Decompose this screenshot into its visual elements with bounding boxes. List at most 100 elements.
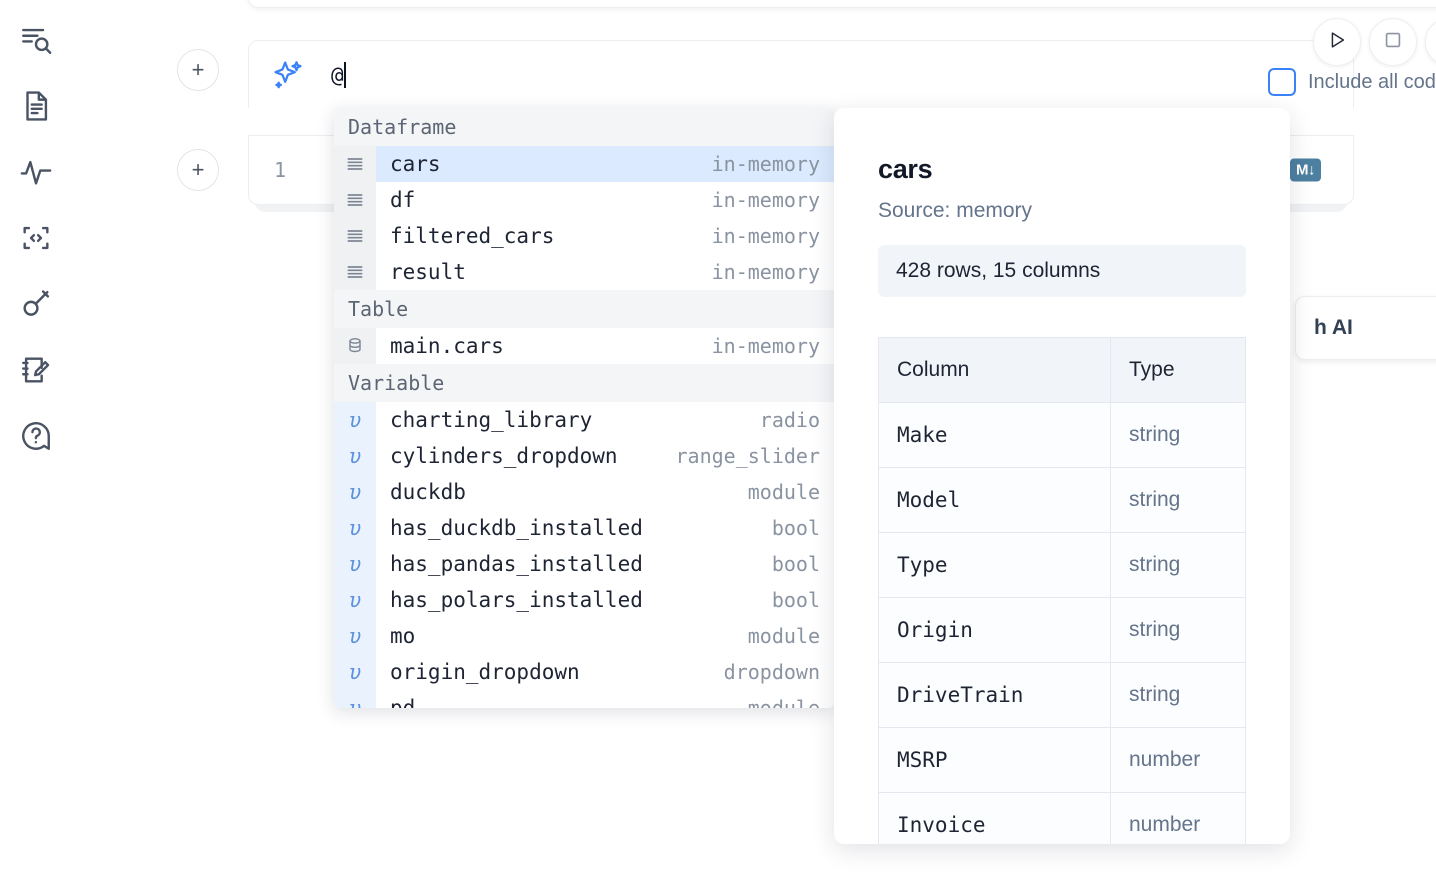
detail-column-type: string — [1111, 663, 1245, 728]
autocomplete-item-type: dropdown — [723, 660, 820, 684]
autocomplete-item-type: bool — [771, 516, 820, 540]
detail-title: cars — [878, 154, 933, 184]
scratchpad-icon — [19, 353, 53, 387]
autocomplete-item-type: module — [747, 480, 820, 504]
autocomplete-item-name: has_duckdb_installed — [390, 516, 643, 540]
add-cell-below-button[interactable]: + — [177, 149, 219, 191]
include-all-code-checkbox[interactable] — [1268, 68, 1296, 96]
detail-column-type: number — [1111, 728, 1245, 793]
line-number: 1 — [273, 158, 287, 182]
autocomplete-item[interactable]: υ origin_dropdown dropdown — [334, 654, 834, 690]
autocomplete-group-header: Dataframe — [334, 108, 834, 146]
help-icon — [19, 419, 53, 453]
variable-icon: υ — [334, 402, 376, 438]
stop-button[interactable] — [1369, 18, 1417, 66]
autocomplete-item-name: cars — [390, 152, 441, 176]
detail-column-name: Type — [879, 533, 1111, 598]
autocomplete-item-type: in-memory — [711, 334, 820, 358]
markdown-badge[interactable]: M↓ — [1290, 158, 1321, 182]
detail-column-name: MSRP — [879, 728, 1111, 793]
sidebar-item-secrets[interactable] — [14, 282, 58, 326]
autocomplete-item-name: filtered_cars — [390, 224, 555, 248]
include-all-code-toggle[interactable]: Include all code — [1268, 68, 1436, 96]
detail-column-type: string — [1111, 598, 1245, 663]
variable-icon: υ — [334, 618, 376, 654]
autocomplete-item-type: module — [747, 696, 820, 708]
autocomplete-item-name: duckdb — [390, 480, 466, 504]
add-cell-above-button[interactable]: + — [177, 49, 219, 91]
autocomplete-item-name: pd — [390, 696, 416, 708]
variable-icon: υ — [334, 510, 376, 546]
autocomplete-item[interactable]: υ has_duckdb_installed bool — [334, 510, 834, 546]
key-icon — [19, 287, 53, 321]
variable-icon: υ — [334, 654, 376, 690]
autocomplete-item-type: module — [747, 624, 820, 648]
autocomplete-item[interactable]: main.cars in-memory — [334, 328, 834, 364]
ai-prompt-input[interactable]: @ — [331, 61, 346, 88]
table-icon — [334, 328, 376, 364]
detail-column-name: DriveTrain — [879, 663, 1111, 728]
autocomplete-item-type: bool — [771, 588, 820, 612]
detail-header-column: Column — [879, 338, 1111, 403]
sidebar-item-explore[interactable] — [14, 18, 58, 62]
plus-icon: + — [191, 157, 205, 182]
sidebar-item-activity[interactable] — [14, 150, 58, 194]
dataframe-icon — [334, 146, 376, 182]
sidebar-item-help[interactable] — [14, 414, 58, 458]
snippet-icon — [19, 221, 53, 255]
autocomplete-item-type: range_slider — [675, 444, 821, 468]
ai-prompt-bar[interactable]: @ — [248, 40, 1354, 108]
previous-cell[interactable] — [248, 0, 1436, 8]
sparkles-icon — [271, 58, 305, 92]
explore-icon — [19, 23, 53, 57]
text-caret — [343, 61, 346, 88]
detail-column-name: Make — [879, 403, 1111, 468]
detail-column-type: string — [1111, 403, 1245, 468]
autocomplete-item-name: main.cars — [390, 334, 504, 358]
more-actions-button[interactable] — [1425, 18, 1436, 66]
ai-suggestion-card[interactable]: h AI — [1295, 296, 1436, 360]
dataframe-icon — [334, 254, 376, 290]
autocomplete-group-header: Variable — [334, 364, 834, 402]
sidebar-item-snippets[interactable] — [14, 216, 58, 260]
variable-icon: υ — [334, 474, 376, 510]
autocomplete-item-name: df — [390, 188, 416, 212]
detail-column-type: number — [1111, 793, 1245, 844]
detail-column-type: string — [1111, 468, 1245, 533]
plus-icon: + — [191, 57, 205, 82]
play-icon — [1326, 29, 1348, 56]
autocomplete-item-name: mo — [390, 624, 416, 648]
autocomplete-item-type: in-memory — [711, 260, 820, 284]
run-button[interactable] — [1313, 18, 1361, 66]
sidebar-item-scratchpad[interactable] — [14, 348, 58, 392]
autocomplete-item-name: has_polars_installed — [390, 588, 643, 612]
autocomplete-item-name: origin_dropdown — [390, 660, 580, 684]
ai-suggestion-label: h AI — [1314, 316, 1353, 339]
detail-shape-badge: 428 rows, 15 columns — [878, 245, 1246, 297]
sidebar-item-file[interactable] — [14, 84, 58, 128]
autocomplete-item-name: has_pandas_installed — [390, 552, 643, 576]
activity-icon — [19, 155, 53, 189]
detail-column-name: Model — [879, 468, 1111, 533]
detail-column-name: Origin — [879, 598, 1111, 663]
